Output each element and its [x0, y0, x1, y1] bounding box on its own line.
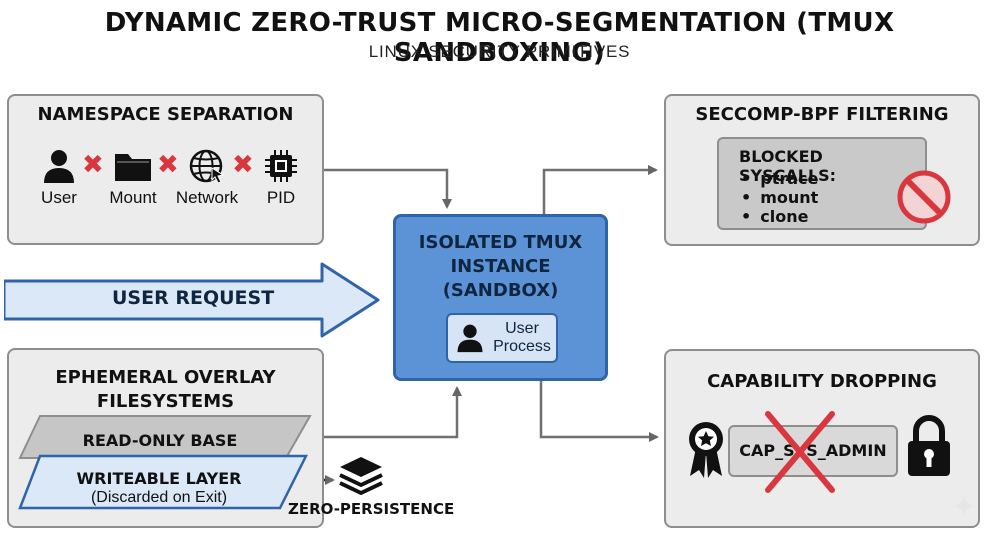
- diagram-subtitle: LINUX SECURITY PRIMITIVES: [368, 42, 631, 61]
- overlay-layer-shapes: [18, 415, 312, 510]
- red-x-icon: ✖: [82, 150, 104, 180]
- award-badge-icon: [689, 422, 723, 478]
- namespace-item-pid: PID: [241, 148, 321, 208]
- namespace-item-network: Network: [167, 148, 247, 208]
- namespace-label-network: Network: [175, 188, 239, 207]
- user-process-line1: User: [505, 320, 539, 337]
- dropped-cross-icon: [765, 411, 835, 493]
- zero-persistence-label: ZERO-PERSISTENCE: [288, 500, 455, 518]
- namespace-label-user: User: [41, 188, 77, 207]
- ephemeral-overlay-title-line1: EPHEMERAL OVERLAY: [55, 367, 276, 388]
- ephemeral-overlay-title: EPHEMERAL OVERLAY FILESYSTEMS: [9, 366, 322, 414]
- sandbox-title-line2: INSTANCE: [450, 256, 551, 277]
- user-icon: [457, 324, 483, 353]
- ephemeral-overlay-title-line2: FILESYSTEMS: [96, 391, 235, 412]
- red-x-icon: ✖: [232, 150, 254, 180]
- blocked-syscalls-box: BLOCKED SYSCALLS: ptrace mount clone: [717, 137, 951, 230]
- sandbox-title-line3: (SANDBOX): [442, 280, 559, 301]
- user-process-label: User Process: [490, 320, 554, 356]
- namespace-item-user: User: [19, 148, 99, 208]
- connector-namespace-to-sandbox: [324, 168, 452, 209]
- user-request-label: USER REQUEST: [112, 287, 275, 309]
- connector-overlay-to-sandbox: [324, 386, 462, 439]
- namespace-label-pid: PID: [266, 188, 296, 207]
- namespace-label-mount: Mount: [109, 188, 157, 207]
- sandbox-title-line1: ISOLATED TMUX: [418, 232, 583, 253]
- connector-sandbox-to-seccomp: [542, 165, 658, 214]
- globe-icon: [189, 149, 225, 184]
- capability-dropping-title: CAPABILITY DROPPING: [707, 371, 937, 392]
- connector-sandbox-to-capability: [539, 381, 659, 442]
- prohibited-icon: [897, 170, 951, 224]
- writeable-layer-label: WRITEABLE LAYER: [76, 469, 242, 488]
- lock-icon: [908, 415, 950, 476]
- red-x-icon: ✖: [157, 150, 179, 180]
- namespace-item-mount: Mount: [93, 148, 173, 208]
- user-process-line2: Process: [493, 338, 551, 355]
- syscall-item: ptrace: [741, 169, 818, 188]
- user-process-box: User Process: [446, 313, 558, 363]
- syscall-item: clone: [741, 207, 818, 226]
- sparkle-icon: [953, 495, 975, 517]
- namespace-separation-title: NAMESPACE SEPARATION: [37, 104, 294, 125]
- cap-sys-admin-label: CAP_SYS_ADMIN: [739, 441, 887, 460]
- namespace-separation-panel: NAMESPACE SEPARATION User ✖ Mount ✖ Netw…: [7, 94, 324, 245]
- seccomp-bpf-title: SECCOMP-BPF FILTERING: [695, 104, 949, 125]
- diagram-title: DYNAMIC ZERO-TRUST MICRO-SEGMENTATION (T…: [104, 8, 895, 68]
- layers-stack-icon: [339, 457, 383, 495]
- writeable-layer-note: (Discarded on Exit): [90, 489, 228, 506]
- user-icon: [44, 150, 74, 183]
- isolated-tmux-sandbox: ISOLATED TMUX INSTANCE (SANDBOX) User Pr…: [393, 214, 608, 381]
- chip-icon: [265, 150, 297, 182]
- writeable-layer: [18, 454, 309, 510]
- sandbox-title: ISOLATED TMUX INSTANCE (SANDBOX): [396, 231, 605, 303]
- read-only-base-label: READ-ONLY BASE: [82, 431, 238, 450]
- user-request-arrow: [4, 262, 380, 338]
- folder-icon: [115, 154, 151, 181]
- syscall-item: mount: [741, 188, 818, 207]
- blocked-syscalls-list: ptrace mount clone: [741, 169, 818, 226]
